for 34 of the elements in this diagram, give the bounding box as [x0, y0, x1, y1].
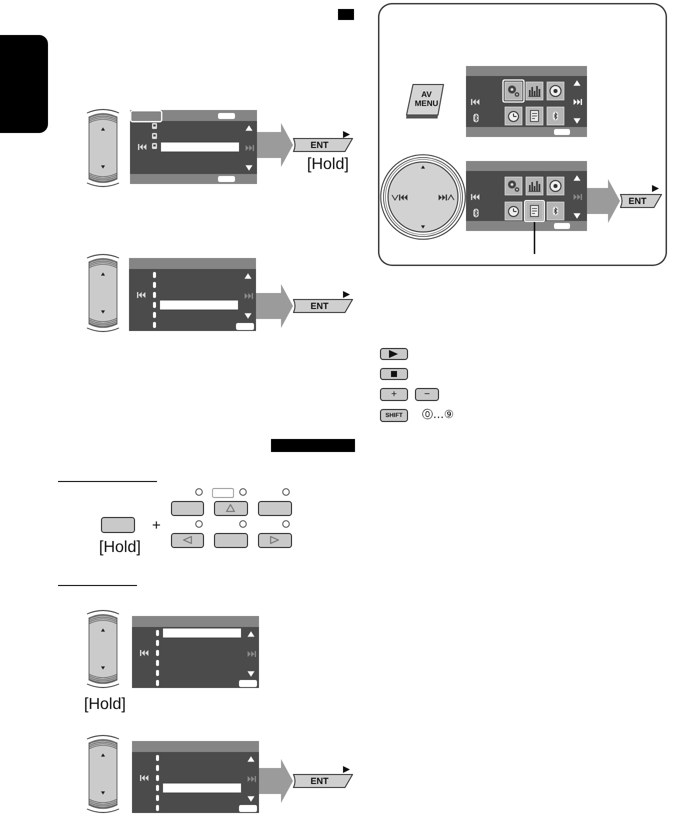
key	[171, 533, 204, 548]
hold-note: [Hold]	[84, 696, 126, 714]
key	[214, 501, 248, 516]
enter-key: ENT	[293, 774, 353, 788]
minus-key: −	[415, 388, 439, 401]
digit-range: ⓪…⑨	[422, 409, 454, 422]
enter-key: ENT	[293, 299, 353, 313]
lcd-screen	[130, 110, 257, 184]
play-key	[380, 348, 408, 360]
side-tab	[0, 35, 48, 133]
lcd-screen	[466, 161, 587, 231]
lcd-screen	[466, 66, 587, 137]
key	[258, 533, 292, 548]
key	[258, 501, 292, 516]
block-arrow	[259, 759, 293, 803]
lcd-screen	[129, 258, 256, 331]
plus-key: +	[380, 388, 408, 401]
block-arrow	[256, 284, 293, 328]
leader-line	[534, 222, 536, 254]
plus-sign: +	[152, 518, 161, 534]
lcd-screen	[132, 616, 259, 688]
enter-key: ENT	[293, 138, 353, 152]
block-arrow	[257, 123, 293, 167]
key	[171, 501, 204, 516]
enter-key: ENT	[620, 194, 662, 208]
key	[214, 533, 248, 548]
block-arrow	[587, 179, 620, 223]
lcd-screen	[132, 741, 259, 813]
instruction-panel	[378, 3, 667, 266]
key	[101, 517, 135, 533]
page-icon	[524, 200, 544, 222]
hold-note: [Hold]	[99, 539, 141, 557]
hold-note: [Hold]	[307, 156, 349, 174]
stop-key	[380, 368, 408, 380]
